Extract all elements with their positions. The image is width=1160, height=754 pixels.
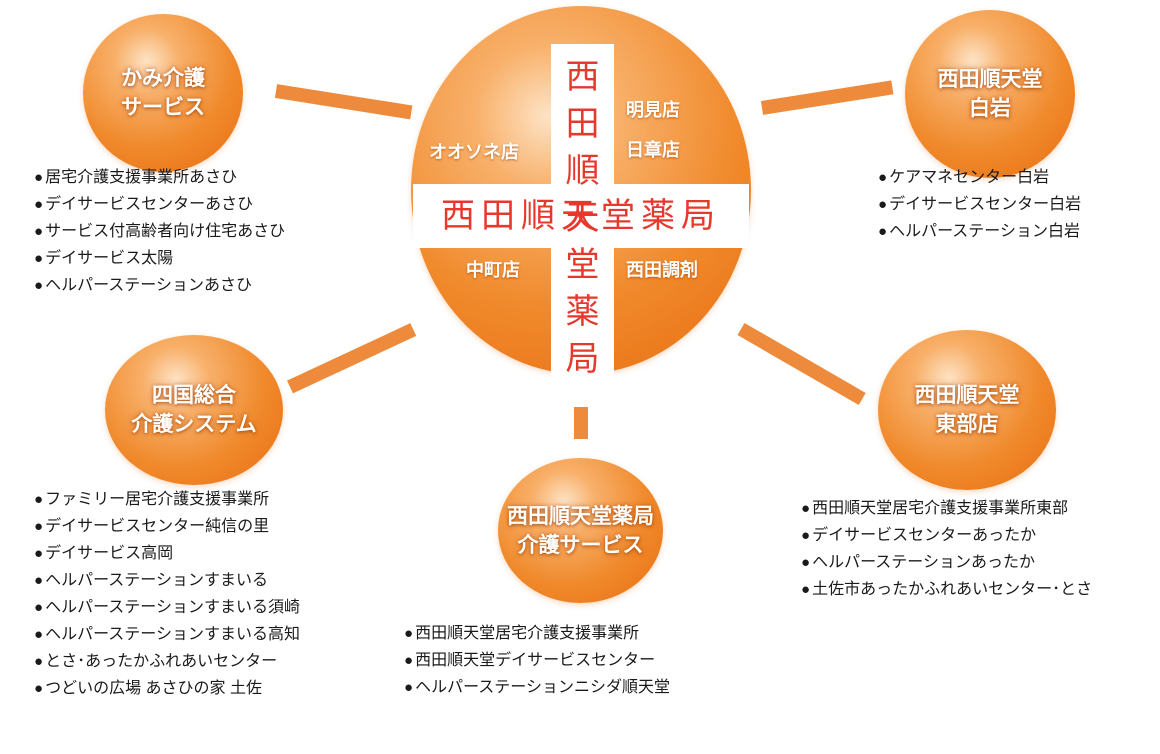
list-item: ヘルパーステーションすまいる須崎: [34, 594, 300, 621]
branch-nakamachi: 中町店: [466, 260, 520, 281]
group-node-kami: かみ介護 サービス: [83, 14, 243, 172]
connector-shikoku: [287, 323, 417, 394]
facility-list-tobu: 西田順天堂居宅介護支援事業所東部 デイサービスセンターあったか ヘルパーステーシ…: [801, 495, 1092, 603]
list-item: つどいの広場 あさひの家 土佐: [34, 675, 300, 702]
list-item: 西田順天堂居宅介護支援事業所: [404, 620, 670, 647]
list-item: ヘルパーステーションすまいる: [34, 567, 300, 594]
hub-pharmacy-circle: 西田順天堂薬局 西田順天堂薬局 オオソネ店 明見店 日章店 中町店 西田調剤: [411, 6, 751, 384]
connector-kaigo: [574, 407, 588, 439]
facility-list-kaigo-service: 西田順天堂居宅介護支援事業所 西田順天堂デイサービスセンター ヘルパーステーショ…: [404, 620, 670, 701]
list-item: ヘルパーステーションニシダ順天堂: [404, 674, 670, 701]
facility-list-kami: 居宅介護支援事業所あさひ デイサービスセンターあさひ サービス付高齢者向け住宅あ…: [34, 164, 285, 299]
list-item: ファミリー居宅介護支援事業所: [34, 486, 300, 513]
connector-kami: [274, 84, 413, 120]
group-title-shiraiwa: 西田順天堂 白岩: [937, 67, 1043, 120]
group-node-shiraiwa: 西田順天堂 白岩: [905, 10, 1075, 178]
facility-list-shiraiwa: ケアマネセンター白岩 デイサービスセンター白岩 ヘルパーステーション白岩: [878, 164, 1081, 245]
connector-tobu: [737, 322, 866, 406]
group-title-shikoku: 四国総合 介護システム: [131, 383, 257, 436]
group-node-shikoku: 四国総合 介護システム: [105, 335, 283, 485]
hub-name-vertical: 西田順天堂薬局: [565, 57, 600, 379]
list-item: デイサービスセンターあったか: [801, 522, 1092, 549]
list-item: デイサービス高岡: [34, 540, 300, 567]
list-item: とさ･あったかふれあいセンター: [34, 648, 300, 675]
list-item: 土佐市あったかふれあいセンター･とさ: [801, 576, 1092, 603]
list-item: 西田順天堂デイサービスセンター: [404, 647, 670, 674]
facility-list-shikoku: ファミリー居宅介護支援事業所 デイサービスセンター純信の里 デイサービス高岡 ヘ…: [34, 486, 300, 702]
list-item: デイサービスセンターあさひ: [34, 191, 285, 218]
group-title-tobu: 西田順天堂 東部店: [914, 383, 1020, 436]
list-item: デイサービスセンター純信の里: [34, 513, 300, 540]
list-item: 西田順天堂居宅介護支援事業所東部: [801, 495, 1092, 522]
list-item: ヘルパーステーション白岩: [878, 218, 1081, 245]
branch-oosone: オオソネ店: [429, 142, 519, 163]
branch-myoken: 明見店: [626, 100, 680, 121]
group-title-kaigo-service: 西田順天堂薬局 介護サービス: [507, 503, 654, 557]
group-node-kaigo-service: 西田順天堂薬局 介護サービス: [498, 458, 663, 603]
list-item: サービス付高齢者向け住宅あさひ: [34, 218, 285, 245]
cross-horizontal-bar: [413, 184, 749, 248]
list-item: デイサービスセンター白岩: [878, 191, 1081, 218]
list-item: ケアマネセンター白岩: [878, 164, 1081, 191]
branch-nishida-chozai: 西田調剤: [626, 260, 698, 281]
list-item: 居宅介護支援事業所あさひ: [34, 164, 285, 191]
list-item: デイサービス太陽: [34, 245, 285, 272]
group-node-tobu: 西田順天堂 東部店: [878, 330, 1056, 490]
connector-shiraiwa: [760, 80, 894, 115]
list-item: ヘルパーステーションすまいる高知: [34, 621, 300, 648]
group-title-kami: かみ介護 サービス: [121, 66, 205, 119]
list-item: ヘルパーステーションあったか: [801, 549, 1092, 576]
branch-nissho: 日章店: [626, 140, 680, 161]
hub-name-horizontal: 西田順天堂薬局: [441, 196, 721, 236]
list-item: ヘルパーステーションあさひ: [34, 272, 285, 299]
